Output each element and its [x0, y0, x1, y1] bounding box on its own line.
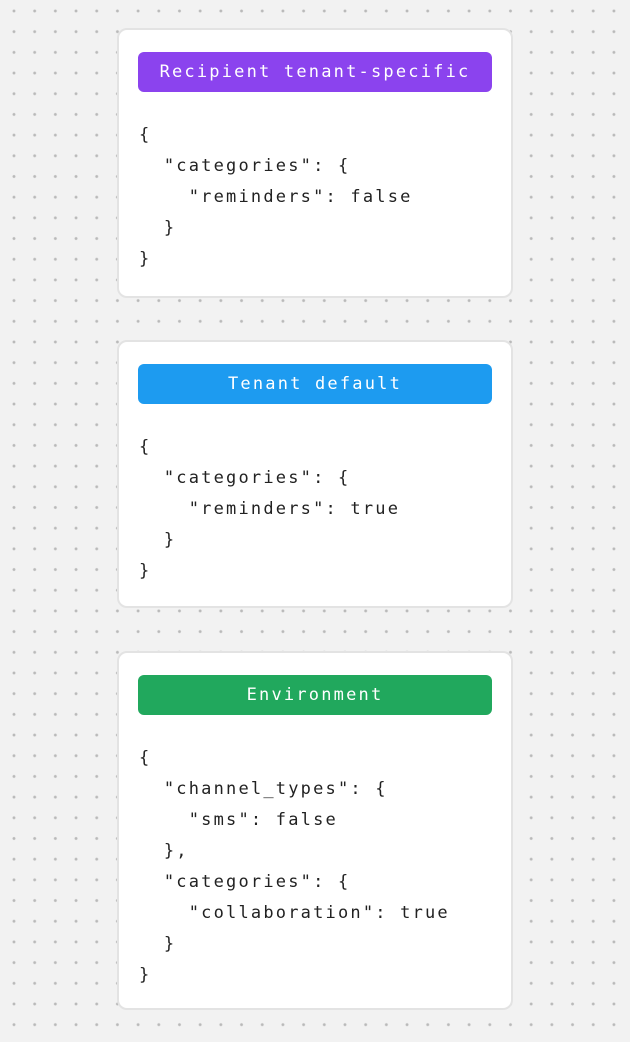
tenant-default-json-code: { "categories": { "reminders": true } } [139, 437, 401, 581]
environment-json-code: { "channel_types": { "sms": false }, "ca… [139, 748, 450, 985]
card-environment: Environment { "channel_types": { "sms": … [117, 651, 513, 1010]
tenant-default-badge: Tenant default [138, 364, 492, 404]
card-recipient-tenant-specific: Recipient tenant-specific { "categories"… [117, 28, 513, 298]
environment-badge: Environment [138, 675, 492, 715]
recipient-tenant-specific-badge: Recipient tenant-specific [138, 52, 492, 92]
card-tenant-default: Tenant default { "categories": { "remind… [117, 340, 513, 608]
recipient-tenant-specific-json-code: { "categories": { "reminders": false } } [139, 125, 413, 269]
